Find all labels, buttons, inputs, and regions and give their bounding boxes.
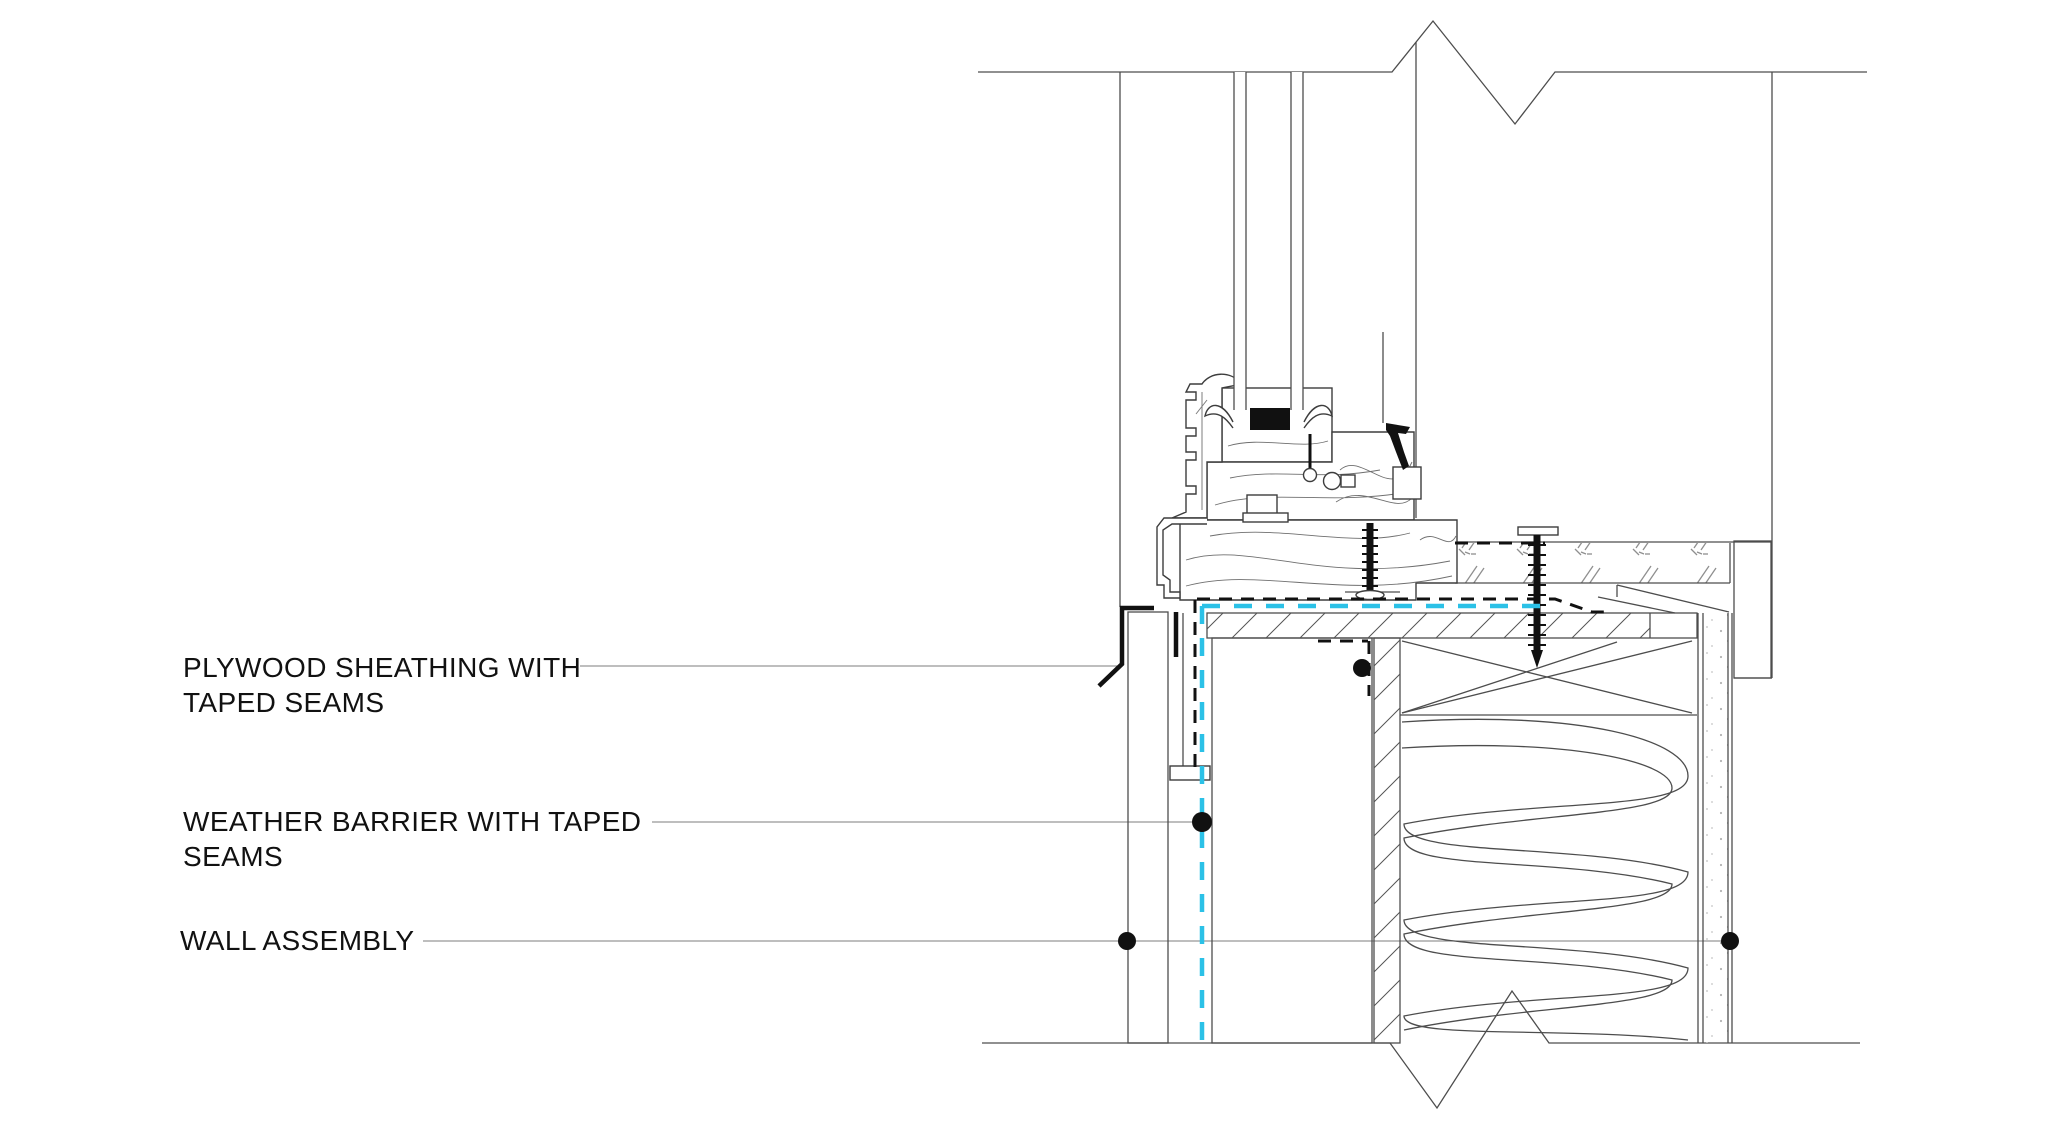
callout-wall-assembly: WALL ASSEMBLY [180, 923, 414, 958]
leader-dots [1118, 659, 1739, 950]
clip-bracket [1386, 423, 1410, 470]
callout-line: PLYWOOD SHEATHING WITH [183, 652, 582, 683]
frame-hardware [1242, 423, 1422, 523]
wall-assembly-leader-dot-left [1118, 932, 1136, 950]
seam-tape-horizontal [1197, 597, 1604, 614]
wall-assembly-layers [1127, 540, 1772, 1044]
round-fastener [1322, 471, 1342, 491]
sash-screw-head [1302, 467, 1318, 483]
callout-plywood-sheathing: PLYWOOD SHEATHING WITH TAPED SEAMS [183, 650, 581, 720]
cavity-insulation-strip [1454, 543, 1731, 584]
fastener-clip [1340, 474, 1356, 488]
plywood-leader-dot [1353, 659, 1371, 677]
aluminum-sill-nosing [1156, 517, 1207, 599]
sill-flashing [1097, 605, 1179, 688]
glazing-spacer [1250, 408, 1290, 430]
leader-lines [423, 665, 1730, 942]
corner-block [1392, 466, 1422, 500]
wood-buck [1179, 519, 1458, 601]
callout-weather-barrier: WEATHER BARRIER WITH TAPED SEAMS [183, 804, 641, 874]
callout-line: WALL ASSEMBLY [180, 925, 415, 956]
extrusion-detail [1195, 392, 1208, 510]
aluminum-cladding-profile [1171, 373, 1244, 519]
wall-assembly-leader-dot-right [1721, 932, 1739, 950]
weather-barrier-leader-dot [1192, 812, 1212, 832]
wood-grain [1185, 531, 1457, 587]
batt-insulation [1401, 718, 1689, 1041]
membranes [1193, 541, 1604, 1042]
glazing-gasket-left [1204, 404, 1234, 429]
glazing-unit [1204, 72, 1333, 430]
wood-grain [1227, 440, 1329, 447]
sill-screw [1355, 523, 1385, 601]
callout-line: WEATHER BARRIER WITH TAPED [183, 806, 642, 837]
exterior-insulation-mesh [1211, 637, 1373, 1044]
plywood-hatch [1374, 638, 1400, 1043]
structure-outline [978, 19, 1867, 1110]
top-break-line [978, 19, 1867, 126]
hardware-plate [1242, 512, 1289, 523]
window-frame-assembly [1156, 72, 1559, 668]
siding-layer [1127, 611, 1169, 1044]
callout-line: TAPED SEAMS [183, 687, 385, 718]
gypsum-board [1697, 613, 1733, 1043]
plywood-hatch-2 [1207, 613, 1650, 638]
framing-wedge [1400, 584, 1730, 716]
glazing-gasket-right [1303, 404, 1333, 429]
wood-grain [1214, 461, 1413, 506]
callout-line: SEAMS [183, 841, 284, 872]
